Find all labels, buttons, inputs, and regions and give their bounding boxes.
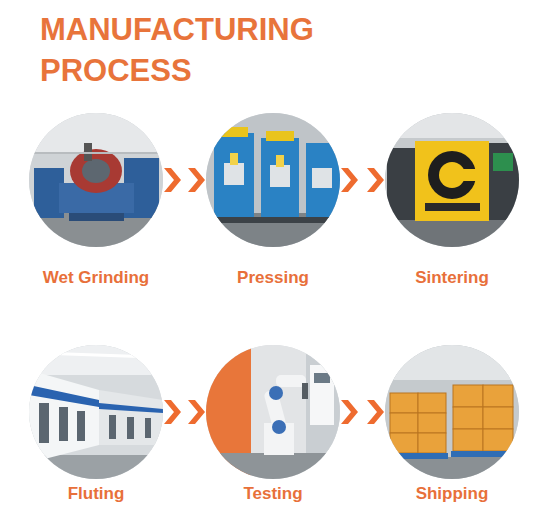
process-step: Sintering (385, 113, 519, 247)
pressing-photo (206, 113, 340, 247)
step-label: Wet Grinding (43, 268, 149, 288)
shipping-photo (385, 345, 519, 479)
step-label: Sintering (415, 268, 489, 288)
testing-photo (206, 345, 340, 479)
sintering-photo (385, 113, 519, 247)
step-label: Pressing (237, 268, 309, 288)
chevron-arrow (164, 400, 205, 424)
photo-circle (385, 345, 519, 479)
step-label: Fluting (68, 484, 125, 504)
diagram-title: MANUFACTURING PROCESS (40, 10, 340, 92)
fluting-photo (29, 345, 163, 479)
chevron-arrow (164, 168, 205, 192)
process-step: Fluting (29, 345, 163, 479)
process-step: Testing (206, 345, 340, 479)
chevron-arrow (341, 168, 384, 192)
process-step: Wet Grinding (29, 113, 163, 247)
photo-circle (206, 113, 340, 247)
process-step: Pressing (206, 113, 340, 247)
step-label: Testing (243, 484, 302, 504)
chevron-arrow (341, 400, 384, 424)
photo-circle (385, 113, 519, 247)
photo-circle (206, 345, 340, 479)
process-step: Shipping (385, 345, 519, 479)
wet-grinding-photo (29, 113, 163, 247)
step-label: Shipping (416, 484, 489, 504)
photo-circle (29, 113, 163, 247)
photo-circle (29, 345, 163, 479)
